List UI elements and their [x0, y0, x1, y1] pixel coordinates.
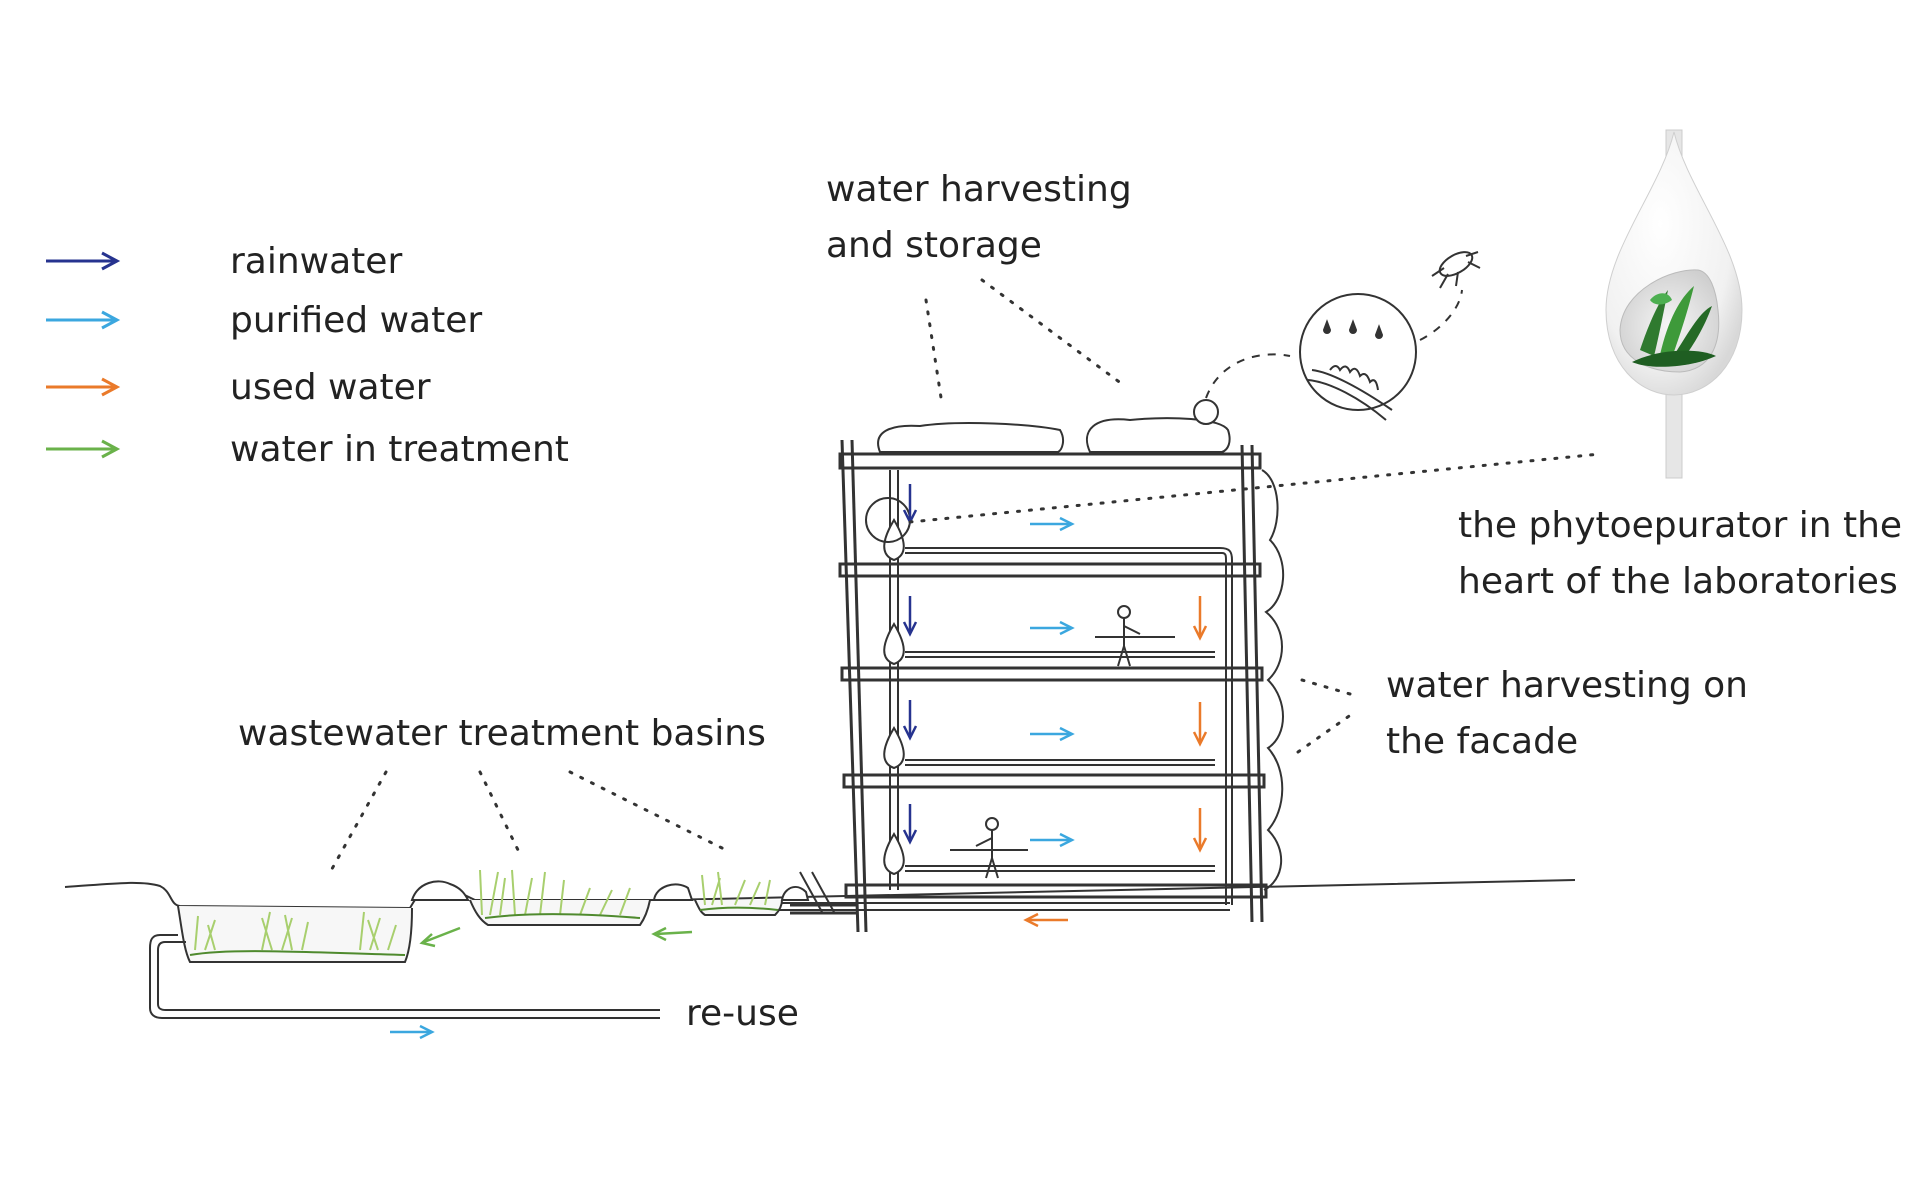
rain-flow-arrow — [902, 700, 918, 741]
rain-flow-arrow — [902, 484, 918, 525]
legend-label: rainwater — [230, 240, 403, 282]
used-water-arrow-icon — [46, 377, 121, 397]
legend-item-used-water: used water — [44, 356, 431, 418]
building-frame — [790, 439, 1268, 933]
rain-flow-arrow — [902, 596, 918, 637]
reuse-pipe — [149, 934, 660, 1019]
facade-label-line2: the facade — [1386, 721, 1579, 762]
legend-label: purified water — [230, 299, 483, 341]
treat-flow-arrow — [419, 926, 461, 948]
lab-workers — [950, 605, 1175, 879]
roof-storage-bladders — [877, 399, 1231, 453]
used-flow-arrow — [1192, 596, 1208, 641]
water-in-treatment-arrow-icon — [46, 439, 121, 459]
used-flow-arrow — [1023, 912, 1068, 928]
building-phytoepurators — [865, 497, 911, 876]
building-flow-arrows — [390, 484, 1208, 1040]
phytoepurator-plants — [1632, 286, 1716, 367]
reuse-label: re-use — [686, 993, 799, 1034]
pure-flow-arrow — [1030, 516, 1075, 532]
rain-flow-arrow — [902, 804, 918, 845]
treat-flow-arrow — [651, 926, 693, 942]
basin-vegetation — [189, 869, 779, 956]
internal-pipes — [760, 470, 1233, 911]
basins-label: wastewater treatment basins — [238, 713, 766, 754]
purified-water-arrow-icon — [46, 310, 121, 330]
phyto-label-line1: the phytoepurator in the — [1458, 505, 1903, 546]
phytoepurator-drop — [1605, 129, 1743, 479]
legend-item-rainwater: rainwater — [44, 230, 402, 292]
used-flow-arrow — [1192, 702, 1208, 747]
insect-sketch — [1431, 251, 1481, 289]
leader-lines — [326, 278, 1602, 878]
legend-item-purified-water: purified water — [44, 289, 482, 351]
pure-flow-arrow — [1030, 726, 1075, 742]
drain-hatch — [799, 871, 835, 913]
pure-flow-arrow — [1030, 832, 1075, 848]
legend-label: water in treatment — [230, 428, 569, 470]
phyto-label-line2: heart of the laboratories — [1458, 561, 1898, 602]
legend-label: used water — [230, 366, 431, 408]
facade-harvesting — [1261, 469, 1284, 891]
facade-label-line1: water harvesting on — [1386, 665, 1748, 706]
pure-flow-arrow — [1030, 620, 1075, 636]
pure-flow-arrow — [390, 1024, 435, 1040]
legend-item-water-in-treatment: water in treatment — [44, 418, 569, 480]
roof-label-line1: water harvesting — [826, 169, 1132, 210]
rain-detail-bubble — [1205, 289, 1463, 421]
used-flow-arrow — [1192, 808, 1208, 853]
roof-label-line2: and storage — [826, 225, 1042, 266]
rainwater-arrow-icon — [46, 251, 121, 271]
